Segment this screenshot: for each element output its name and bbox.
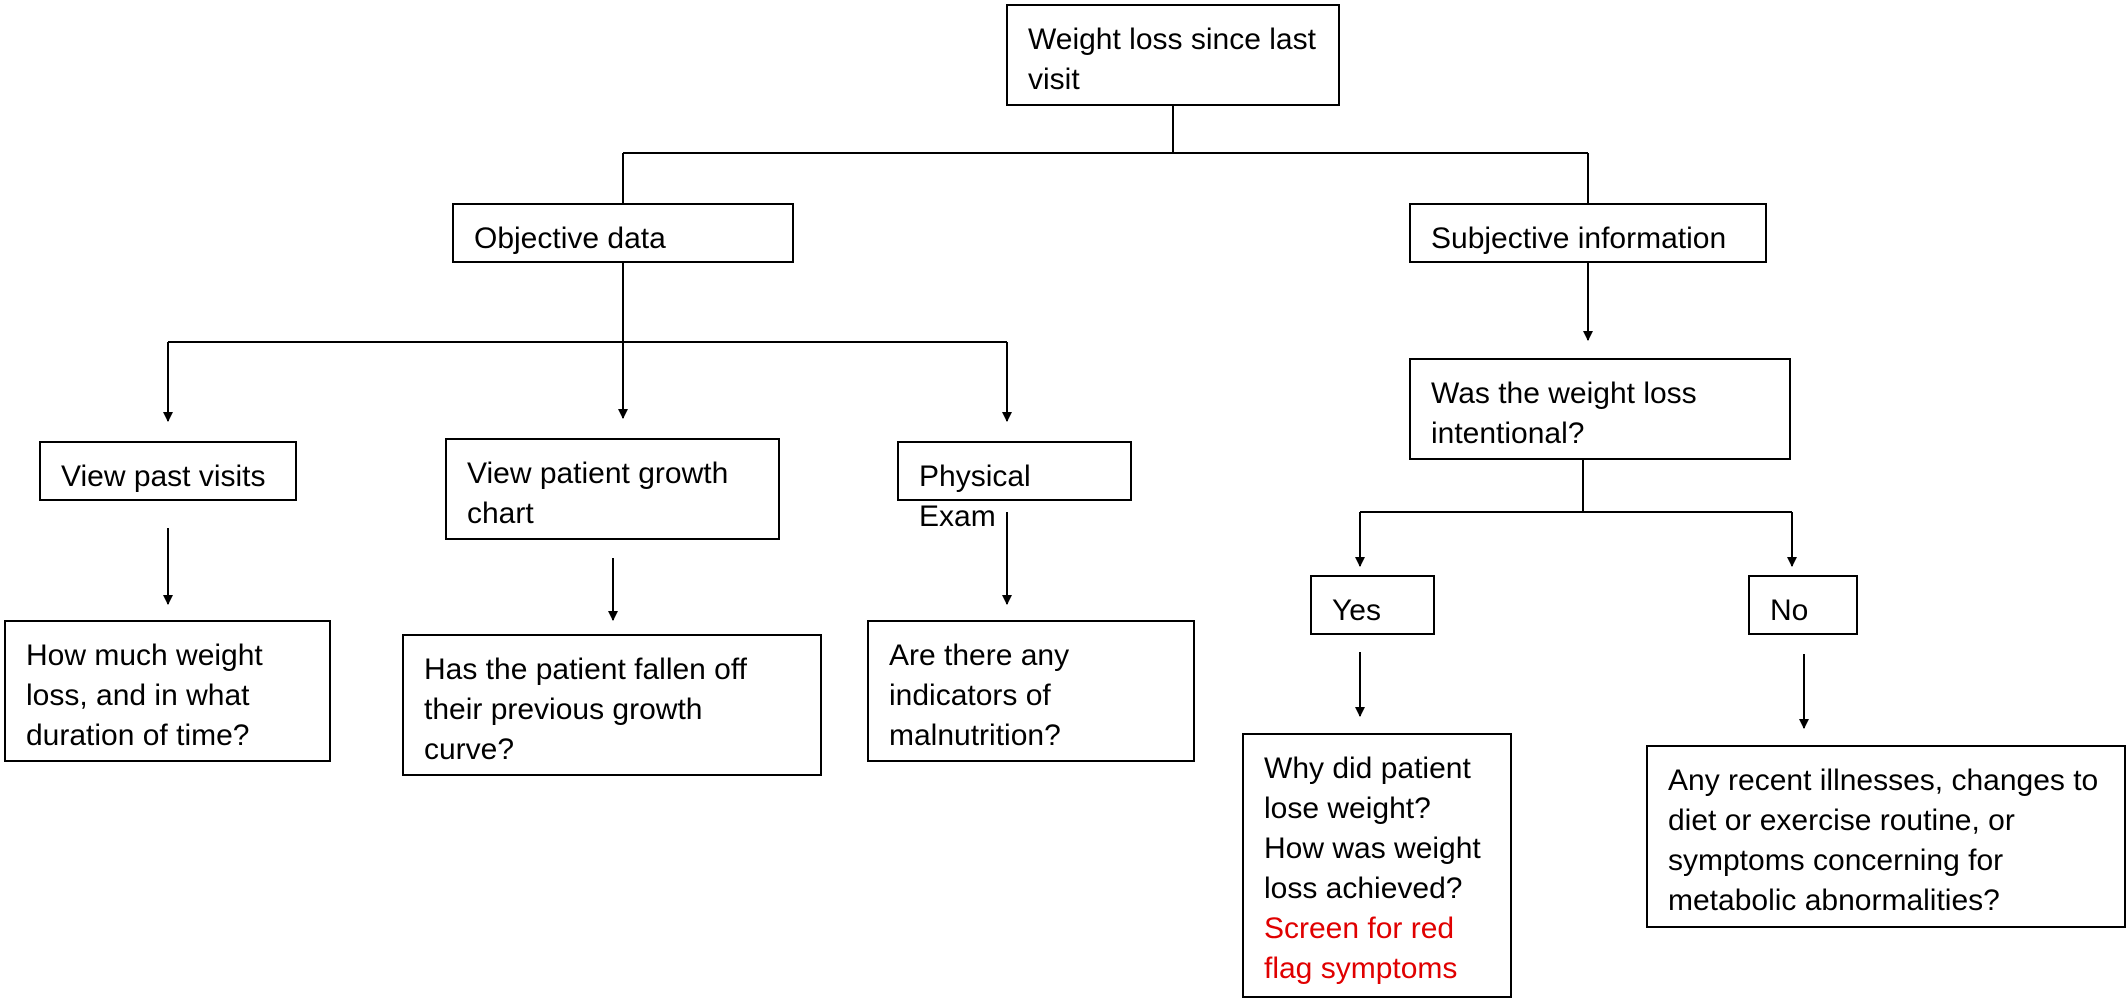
node-view-past-visits: View past visits: [39, 441, 297, 501]
node-physical-exam: Physical Exam: [897, 441, 1132, 533]
node-weight-loss-duration-question-label: How much weight loss, and in what durati…: [26, 639, 263, 752]
node-yes-follow-up: Why did patient lose weight? How was wei…: [1242, 733, 1512, 998]
node-growth-curve-question-label: Has the patient fallen off their previou…: [424, 653, 747, 766]
node-weight-loss-intentional-question: Was the weight loss intentional?: [1409, 358, 1791, 460]
node-yes-label: Yes: [1332, 594, 1381, 627]
node-no: No: [1748, 575, 1858, 635]
node-no-label: No: [1770, 594, 1809, 627]
node-subjective-information-label: Subjective information: [1431, 222, 1727, 255]
node-weight-loss-duration-question: How much weight loss, and in what durati…: [4, 620, 331, 762]
node-weight-loss-since-last-visit: Weight loss since last visit: [1006, 4, 1340, 106]
node-yes: Yes: [1310, 575, 1435, 635]
node-malnutrition-question: Are there any indicators of malnutrition…: [867, 620, 1195, 762]
node-subjective-information: Subjective information: [1409, 203, 1767, 263]
node-physical-exam-label: Physical Exam: [919, 460, 1031, 533]
node-red-flag-label: Screen for red flag symptoms: [1264, 912, 1458, 985]
node-objective-data-label: Objective data: [474, 222, 666, 255]
node-malnutrition-question-label: Are there any indicators of malnutrition…: [889, 639, 1070, 752]
node-why-lose-weight-label: Why did patient lose weight?: [1264, 752, 1471, 825]
node-objective-data: Objective data: [452, 203, 794, 263]
node-how-achieved-label: How was weight loss achieved?: [1264, 832, 1481, 905]
node-view-patient-growth-chart-label: View patient growth chart: [467, 457, 729, 530]
node-no-follow-up: Any recent illnesses, changes to diet or…: [1646, 745, 2126, 928]
node-view-patient-growth-chart: View patient growth chart: [445, 438, 780, 540]
node-view-past-visits-label: View past visits: [61, 460, 266, 493]
node-no-follow-up-label: Any recent illnesses, changes to diet or…: [1668, 764, 2099, 917]
node-growth-curve-question: Has the patient fallen off their previou…: [402, 634, 822, 776]
node-weight-loss-since-last-visit-label: Weight loss since last visit: [1028, 23, 1316, 96]
node-weight-loss-intentional-question-label: Was the weight loss intentional?: [1431, 377, 1697, 450]
